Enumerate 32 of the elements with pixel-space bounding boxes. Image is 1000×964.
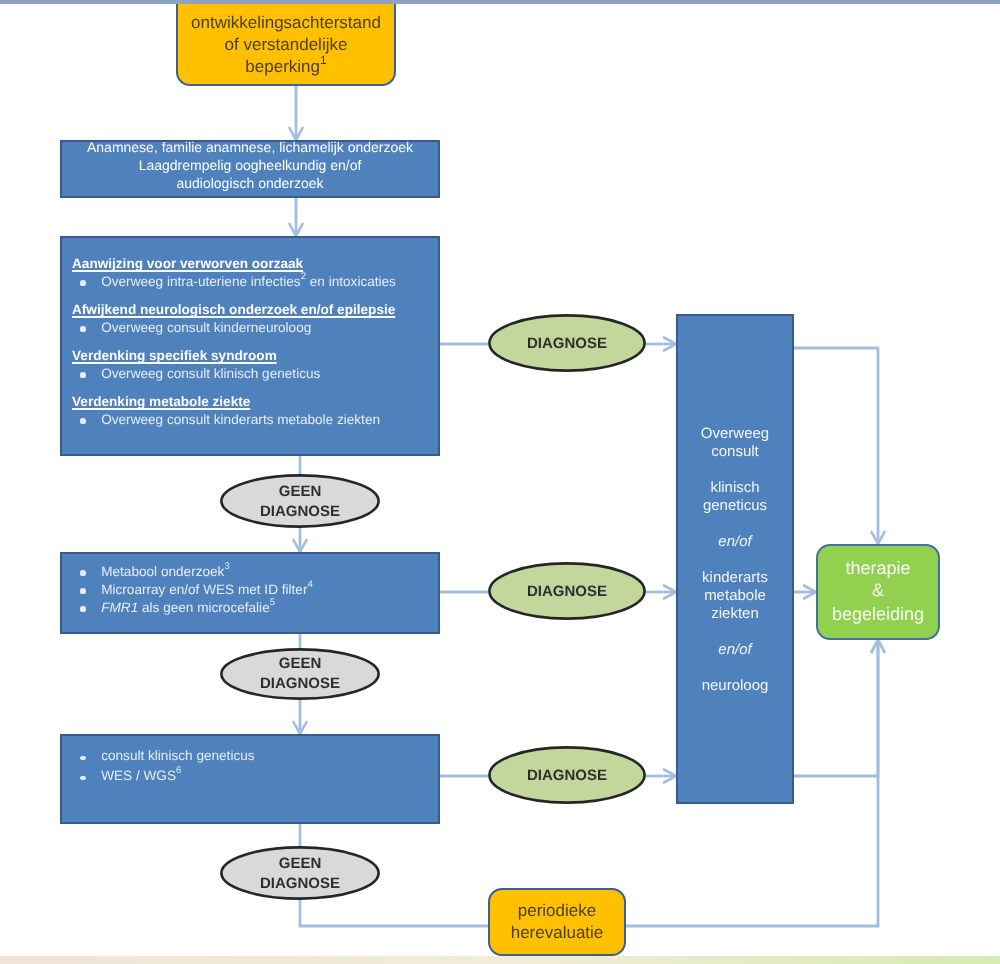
box-text: ontwikkelingsachterstand of verstandelijke beperking$^{1}$ (189, 11, 383, 77)
arrow (646, 583, 678, 601)
outcome-ellipse (220, 648, 380, 700)
outcome-ellipse (220, 474, 380, 528)
arrow (646, 767, 678, 785)
arrow (287, 86, 305, 142)
consult-box (676, 314, 794, 804)
outcome-box (816, 544, 940, 640)
box-text: therapie & begeleiding (829, 557, 927, 627)
arrow (291, 700, 309, 736)
arrow (794, 583, 818, 601)
process-box (60, 552, 440, 634)
process-box (60, 140, 440, 198)
connector-line (440, 590, 488, 594)
connector-line (298, 824, 302, 846)
arrow (794, 346, 887, 546)
process-box (60, 734, 440, 824)
box-text: periodieke herevaluatie (508, 900, 606, 944)
arrow (291, 528, 309, 554)
review-box (488, 888, 626, 956)
arrow (646, 335, 678, 353)
arrow (626, 638, 887, 928)
connector-line (440, 774, 488, 778)
start-box (176, 4, 396, 86)
outcome-ellipse (220, 846, 380, 900)
process-box (60, 236, 440, 456)
connector-line (440, 342, 488, 346)
outcome-ellipse (488, 314, 646, 372)
outcome-ellipse (488, 746, 646, 804)
connector-line (298, 900, 488, 928)
outcome-ellipse (488, 562, 646, 620)
arrow (287, 198, 305, 238)
